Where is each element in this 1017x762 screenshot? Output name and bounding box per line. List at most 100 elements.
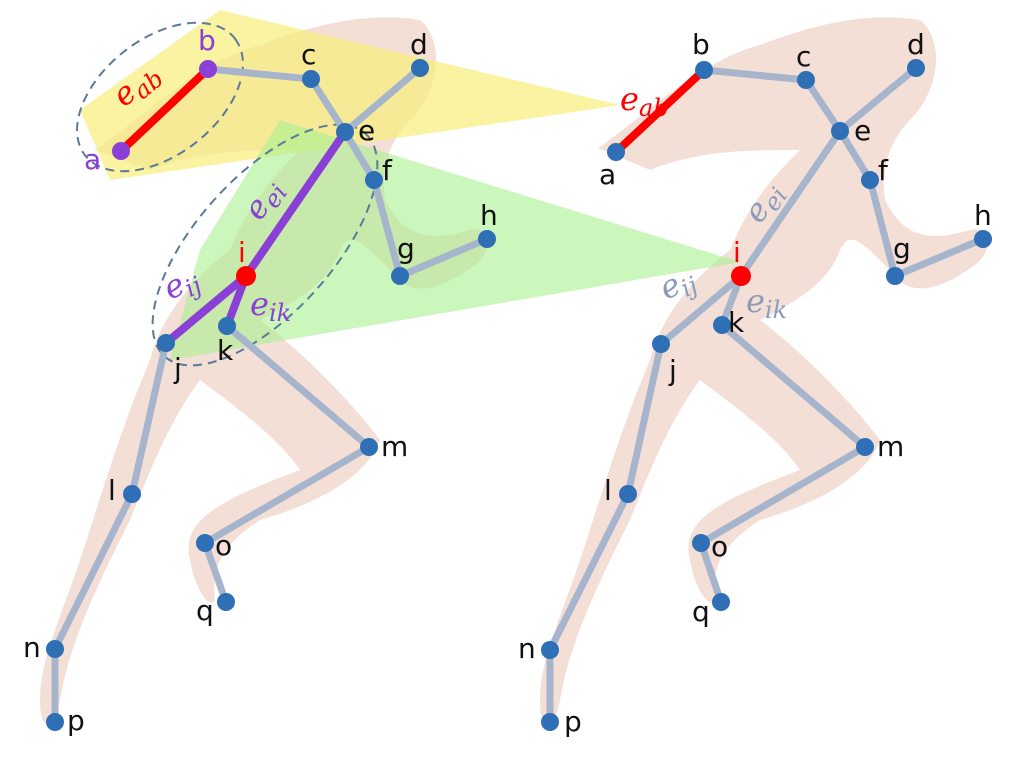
right-skeleton-bones: [546, 64, 987, 726]
edge-label-eab-right: eab: [620, 80, 669, 122]
joint-h-right: [974, 230, 992, 248]
label-c-left: c: [301, 38, 316, 71]
svg-text:eei: eei: [235, 171, 293, 229]
label-o-left: o: [215, 529, 232, 562]
joint-j-left: [157, 334, 175, 352]
joint-d-right: [907, 59, 925, 77]
bone-i-j-right: [657, 272, 745, 348]
label-g-left: g: [397, 232, 415, 265]
bone-e-f-right: [836, 127, 874, 184]
bone-f-g: [370, 176, 404, 280]
joint-c-right: [797, 71, 815, 89]
edge-label-eab-base-right: e: [620, 80, 639, 118]
joint-q-right: [712, 593, 730, 611]
bone-d-e-right: [836, 64, 920, 135]
bone-j-l-right: [624, 340, 665, 498]
joint-p-left: [46, 713, 64, 731]
joint-i-left: [236, 266, 256, 286]
label-p-left: p: [67, 704, 85, 737]
joint-m-left: [360, 438, 378, 456]
svg-text:eik: eik: [250, 285, 291, 327]
joint-b-left: [199, 60, 217, 78]
bone-c-e: [307, 75, 349, 136]
label-k-left: k: [217, 334, 234, 367]
edge-label-eei-left: eei: [235, 171, 293, 229]
bone-e-i-right: [737, 127, 844, 280]
label-d-right: d: [907, 28, 925, 61]
joint-l-right: [619, 485, 637, 503]
bone-o-q: [201, 539, 230, 606]
label-o-right: o: [711, 530, 728, 563]
right-skeleton-joints: [541, 59, 992, 731]
bone-l-n: [51, 490, 136, 653]
label-a-left: a: [84, 143, 101, 176]
dashed-group-ellipse-ab: [76, 21, 244, 173]
bone-c-e-right: [802, 76, 844, 135]
dashed-group-ellipse-i: [151, 123, 379, 367]
label-m-right: m: [877, 430, 904, 463]
joint-f-right: [861, 171, 879, 189]
joint-n-left: [46, 640, 64, 658]
edge-label-eik-base: e: [250, 285, 269, 323]
joint-f-left: [365, 171, 383, 189]
label-b-right: b: [692, 28, 710, 61]
label-a-right: a: [599, 158, 616, 191]
label-h-left: h: [480, 199, 498, 232]
label-n-right: n: [518, 632, 536, 665]
label-h-right: h: [974, 199, 992, 232]
edge-label-eik-sub-right: ik: [765, 296, 787, 324]
left-skeleton-joints: [46, 59, 496, 731]
bone-k-m-right: [718, 321, 869, 451]
left-skeleton-bones: [51, 64, 491, 726]
label-n-left: n: [23, 631, 41, 664]
joint-g-left: [391, 267, 409, 285]
label-g-right: g: [893, 232, 911, 265]
edge-label-eik-sub: ik: [269, 299, 291, 327]
joint-k-left: [218, 317, 236, 335]
joint-d-left: [411, 59, 429, 77]
label-f-right: f: [878, 154, 889, 187]
edge-label-eik-left: eik: [250, 285, 291, 327]
bone-g-h: [396, 235, 491, 280]
edge-label-eik-right: eik: [746, 282, 787, 324]
bone-g-h-right: [891, 235, 987, 280]
edge-label-eik-base-right: e: [746, 282, 765, 320]
joint-n-right: [541, 641, 559, 659]
joint-a-right: [607, 143, 625, 161]
label-l-left: l: [108, 474, 116, 507]
label-i-left: i: [238, 236, 246, 269]
joint-b-right: [695, 61, 713, 79]
joint-g-right: [886, 267, 904, 285]
bone-m-o-right: [697, 443, 869, 547]
label-e-right: e: [854, 114, 871, 147]
joint-e-left: [336, 123, 354, 141]
joint-o-left: [196, 534, 214, 552]
edge-i-j-purple: [162, 272, 250, 347]
left-node-labels: a b c d e f g h i j k l m n o p q: [23, 24, 498, 737]
joint-k-right: [713, 316, 731, 334]
edge-a-b-red-right: [612, 66, 708, 156]
joint-a-left: [112, 142, 130, 160]
label-c-right: c: [796, 40, 811, 73]
yellow-mapping-fan: [80, 10, 620, 180]
edge-label-eab-sub-right: ab: [639, 94, 669, 122]
right-anatomy-figure: [540, 17, 988, 725]
joint-c-left: [302, 70, 320, 88]
label-l-right: l: [604, 474, 612, 507]
bone-b-c-right: [700, 66, 810, 84]
joint-m-right: [856, 438, 874, 456]
bone-l-n-right: [546, 490, 632, 654]
label-k-right: k: [728, 306, 745, 339]
bone-o-q-right: [697, 539, 725, 606]
joint-q-left: [217, 593, 235, 611]
joint-h-left: [478, 230, 496, 248]
bone-e-f: [341, 128, 378, 184]
svg-text:eik: eik: [746, 282, 787, 324]
joint-l-left: [123, 485, 141, 503]
bone-f-g-right: [866, 176, 899, 280]
label-b-left: b: [198, 24, 216, 57]
joint-e-right: [831, 122, 849, 140]
joint-o-right: [692, 534, 710, 552]
label-p-right: p: [564, 705, 582, 738]
label-j-left: j: [173, 352, 182, 385]
